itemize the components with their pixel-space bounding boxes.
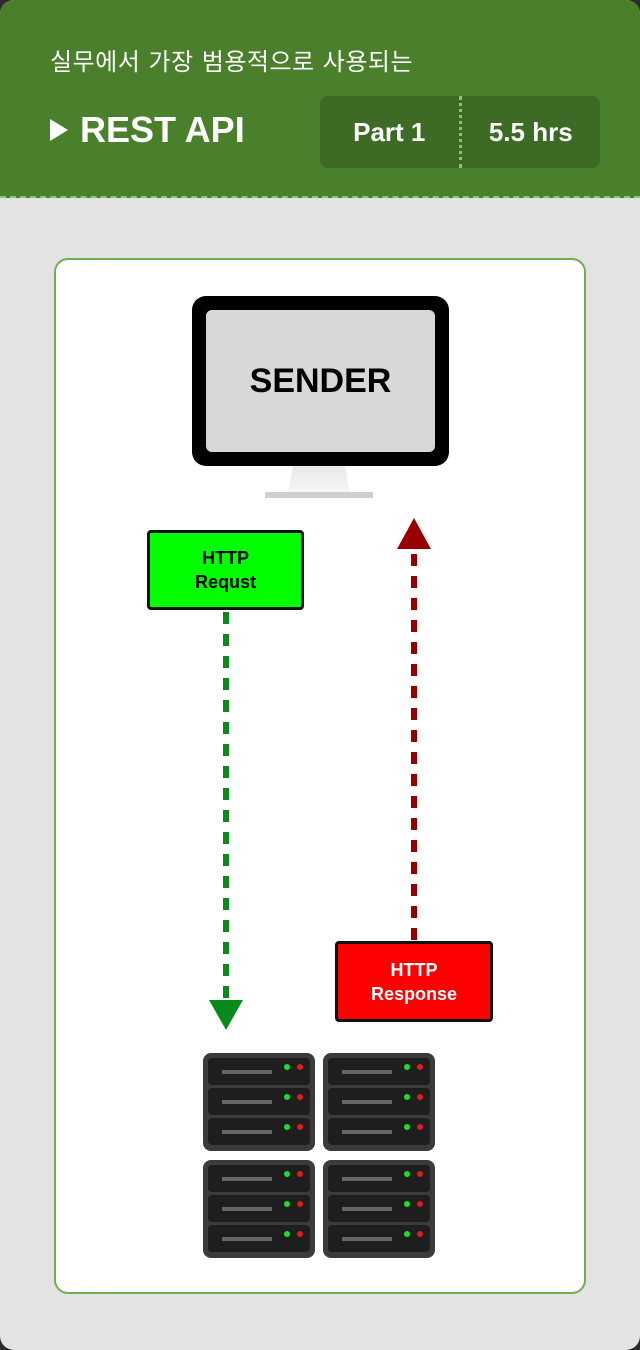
part-label: Part 1 [353, 116, 426, 147]
server-rack [203, 1160, 315, 1258]
response-line2: Response [370, 983, 458, 1004]
server-unit [328, 1088, 430, 1115]
card-header: 실무에서 가장 범용적으로 사용되는 REST API Part 1 5.5 h… [0, 0, 640, 198]
response-arrowhead-icon [397, 518, 431, 549]
http-response-label: HTTP Response [335, 941, 493, 1022]
monitor-stand-base [265, 492, 373, 498]
sender-label: SENDER [249, 361, 392, 400]
request-arrowhead-icon [209, 1000, 243, 1030]
course-meta: Part 1 5.5 hrs [320, 96, 600, 168]
request-line1: HTTP [202, 548, 249, 568]
server-unit [328, 1165, 430, 1192]
server-unit [208, 1165, 310, 1192]
course-subtitle: 실무에서 가장 범용적으로 사용되는 [50, 48, 414, 76]
server-rack [323, 1160, 435, 1258]
course-title: REST API [80, 109, 245, 150]
monitor-screen: SENDER [206, 310, 435, 452]
server-unit [208, 1225, 310, 1252]
duration-label: 5.5 hrs [488, 116, 573, 147]
response-line1: HTTP [390, 959, 438, 980]
server-unit [208, 1195, 310, 1222]
server-unit [208, 1118, 310, 1145]
server-unit [328, 1118, 430, 1145]
http-request-label: HTTP Requst [147, 530, 304, 610]
server-rack [203, 1053, 315, 1151]
monitor-stand [288, 466, 350, 492]
request-line2: Requst [194, 572, 256, 592]
title-row: REST API [50, 108, 245, 152]
sender-monitor-icon: SENDER [192, 296, 449, 466]
meta-divider [458, 96, 462, 168]
play-icon [50, 119, 68, 141]
server-unit [208, 1058, 310, 1085]
server-rack [323, 1053, 435, 1151]
server-unit [208, 1088, 310, 1115]
server-unit [328, 1195, 430, 1222]
server-icon [203, 1053, 435, 1258]
server-unit [328, 1225, 430, 1252]
server-unit [328, 1058, 430, 1085]
